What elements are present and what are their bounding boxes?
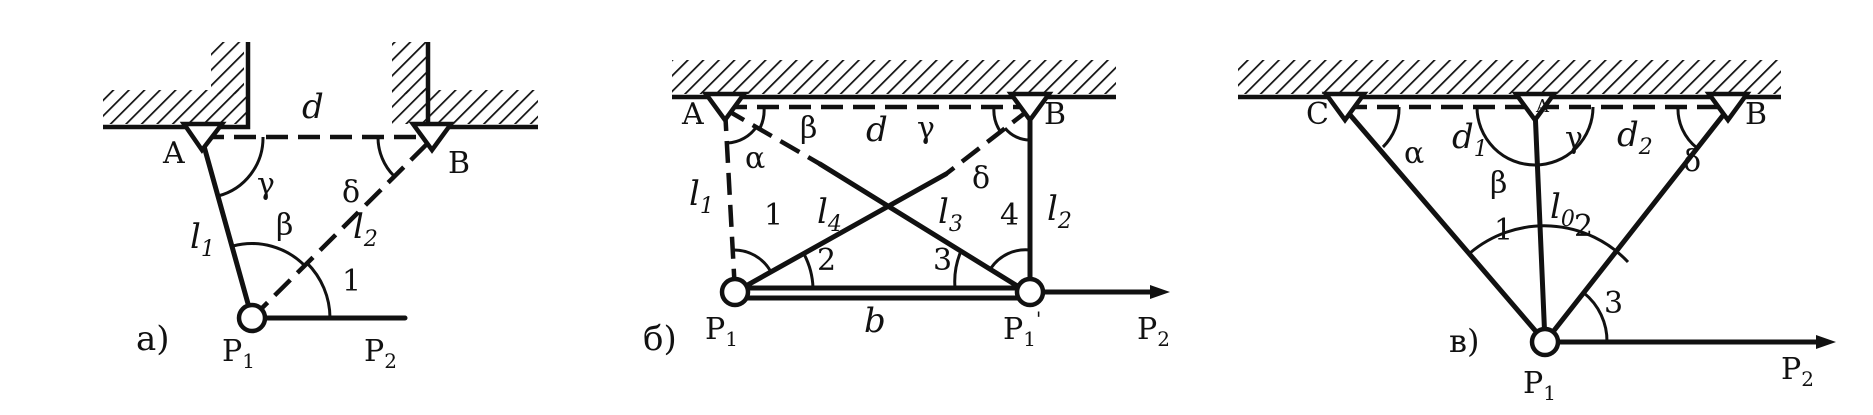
label-l3: l3	[938, 192, 963, 237]
label-c: C	[1306, 97, 1329, 132]
label-delta: δ	[972, 161, 990, 196]
diagram-a: d A B γ δ β l1 l2 1 а) P1 P2	[103, 42, 538, 373]
ceiling-b	[672, 60, 1116, 94]
label-d: d	[302, 87, 324, 127]
label-p1: P1	[1523, 366, 1556, 405]
angle-arc-1-2	[1469, 224, 1630, 264]
label-angle-2: 2	[1574, 209, 1593, 244]
angle-arc-gamma	[217, 136, 265, 198]
station-b-marker	[1704, 91, 1752, 124]
label-angle-1: 1	[342, 264, 361, 299]
label-gamma: γ	[917, 111, 935, 146]
angle-arc-delta	[376, 136, 396, 178]
label-angle-2: 2	[817, 243, 836, 278]
label-l2: l2	[353, 207, 378, 252]
station-a-marker	[701, 91, 749, 124]
angle-arc-1	[731, 248, 773, 273]
diagram-b: A B α β d γ δ l1 1 l4 l3 4 l2 2 3 б) P1 …	[643, 60, 1170, 359]
ceiling-c	[1238, 60, 1781, 94]
line-bp1	[1542, 106, 1731, 345]
station-b-marker	[1006, 91, 1054, 124]
label-l0: l0	[1550, 187, 1575, 232]
angle-arc-delta	[1003, 127, 1031, 142]
caption-a: а)	[136, 319, 170, 359]
label-p1: P1	[222, 334, 255, 373]
label-gamma: γ	[1565, 121, 1583, 156]
line-l3	[817, 161, 1030, 295]
label-b: B	[1044, 97, 1066, 132]
wall-left	[103, 42, 251, 130]
station-p1-prime-marker	[1014, 276, 1046, 308]
label-d: d	[866, 110, 888, 150]
label-a: A	[162, 136, 185, 171]
label-beta: β	[276, 208, 293, 243]
angle-arc-delta	[1676, 106, 1698, 150]
line-l2	[250, 137, 434, 320]
diagram-c: C A B α d1 γ d2 δ β l0 1 2 3 в) P1 P2	[1238, 60, 1836, 405]
label-beta: β	[800, 111, 817, 146]
line-l1	[722, 108, 738, 293]
station-p1-marker	[1529, 326, 1561, 358]
angle-arc-gamma	[992, 106, 1002, 132]
label-b: B	[448, 146, 470, 181]
angle-arc-3	[953, 250, 963, 289]
label-p2: P2	[1781, 352, 1814, 391]
station-c-marker	[1321, 91, 1369, 124]
label-alpha: α	[1404, 136, 1424, 171]
angle-arc-beta	[758, 106, 766, 129]
label-b: B	[1745, 97, 1767, 132]
caption-c: в)	[1449, 322, 1480, 360]
label-l4: l4	[817, 192, 842, 237]
label-delta: δ	[1683, 144, 1701, 179]
line-cp1	[1342, 106, 1548, 345]
label-d2: d2	[1617, 115, 1653, 160]
wall-right	[392, 42, 538, 130]
angle-arc-alpha	[726, 125, 759, 145]
station-p1-marker	[719, 276, 751, 308]
label-p1: P1	[705, 312, 738, 351]
angle-arc-4	[989, 248, 1031, 269]
station-a-marker	[1511, 91, 1559, 124]
label-d1: d1	[1452, 117, 1488, 162]
station-b-marker	[408, 121, 456, 154]
line-l1	[199, 136, 255, 321]
label-p1-prime: P1'	[1003, 307, 1041, 351]
label-gamma: γ	[257, 167, 275, 202]
angle-arc-2	[802, 253, 815, 289]
direction-arrow	[1816, 335, 1836, 349]
direction-arrow	[1150, 285, 1170, 299]
station-a-marker	[179, 121, 227, 154]
angle-arc-alpha	[1381, 106, 1401, 149]
label-p2: P2	[1137, 312, 1170, 351]
caption-b: б)	[643, 319, 677, 359]
line-l4-upper	[944, 107, 1032, 176]
angle-arc-1	[305, 261, 332, 319]
label-delta: δ	[342, 175, 360, 210]
label-angle-1: 1	[764, 198, 783, 233]
angle-arc-3	[1583, 291, 1609, 343]
label-alpha: α	[745, 141, 765, 176]
angle-arc-beta-gamma	[1475, 106, 1595, 167]
label-l2: l2	[1047, 189, 1072, 234]
label-b-base: b	[864, 301, 886, 341]
label-angle-4: 4	[1000, 198, 1019, 233]
label-angle-3: 3	[933, 243, 952, 278]
label-p2: P2	[364, 334, 397, 373]
angle-arc-beta	[232, 242, 307, 268]
label-a: A	[681, 97, 704, 132]
label-beta: β	[1490, 166, 1507, 201]
line-l3-upper	[723, 107, 822, 166]
label-l1: l1	[689, 174, 714, 219]
label-a: A	[1535, 96, 1550, 117]
station-p1-marker	[236, 302, 268, 334]
label-angle-3: 3	[1604, 286, 1623, 321]
label-l1: l1	[190, 217, 215, 262]
label-angle-1: 1	[1494, 213, 1513, 248]
